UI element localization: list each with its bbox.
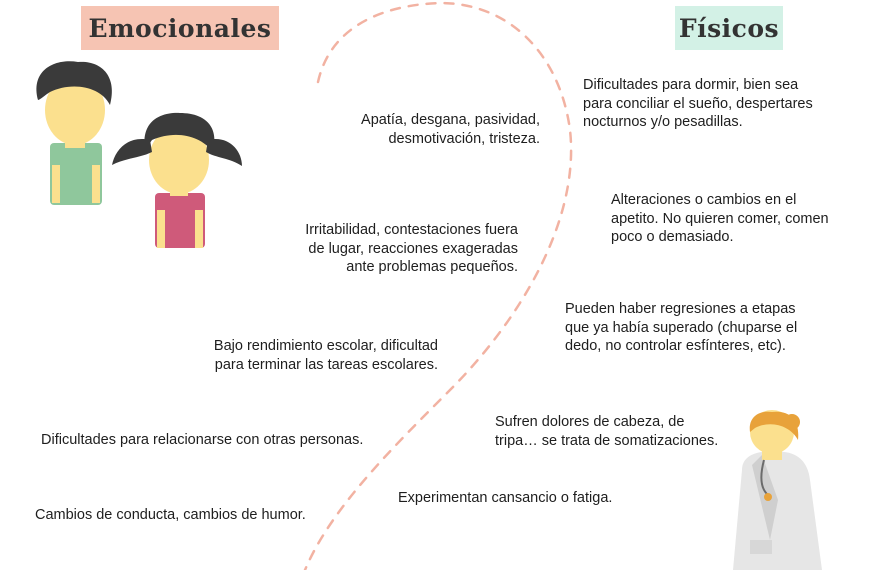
- heading-emocionales: Emocionales: [81, 6, 279, 50]
- emocional-item-1: Apatía, desgana, pasividad,desmotivación…: [361, 112, 540, 147]
- emocional-item-4: Dificultades para relacionarse con otras…: [41, 432, 364, 448]
- heading-fisicos: Físicos: [675, 6, 783, 50]
- emocional-item-5: Cambios de conducta, cambios de humor.: [35, 507, 306, 523]
- boy-icon: [36, 61, 112, 205]
- fisico-item-5: Experimentan cansancio o fatiga.: [398, 490, 613, 506]
- girl-icon: [112, 112, 242, 248]
